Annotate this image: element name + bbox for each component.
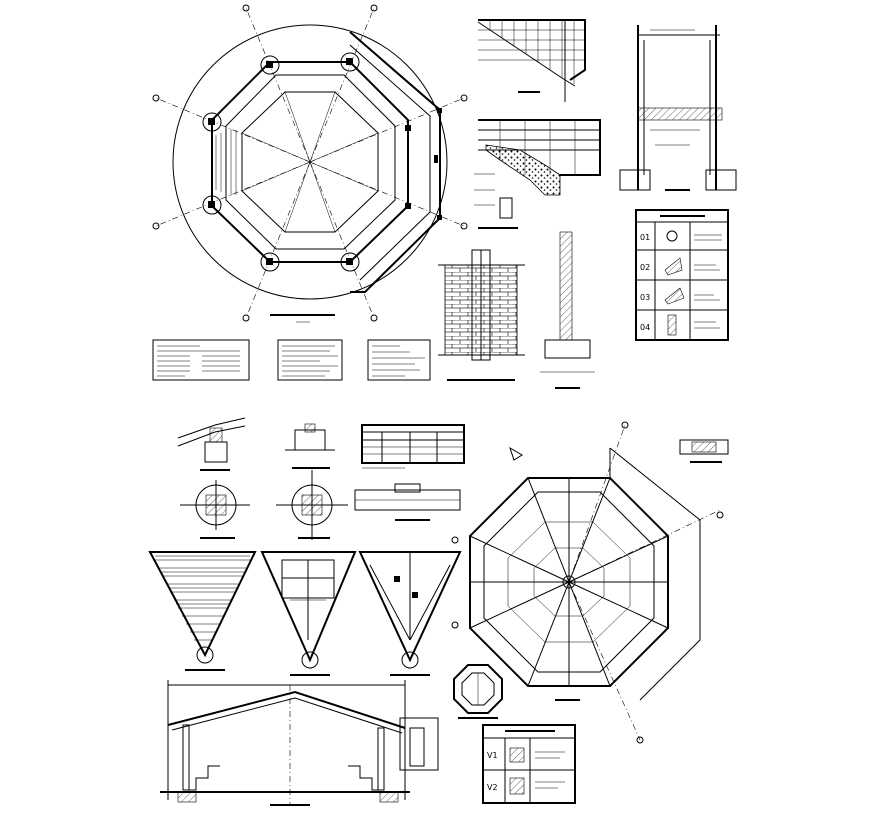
roof-rafters [469,477,669,687]
notes-block [152,339,431,381]
entry-steps [215,129,237,196]
notes-box-1 [152,339,250,381]
legend-row-3-label: 03 [640,293,650,302]
beam-legend-row-1-label: V1 [487,751,498,760]
building-section-elevation [160,680,439,806]
radial-grid-lines [155,7,465,319]
beam-legend-table: V1 V2 [482,724,576,804]
rafter-lines [155,555,250,641]
notes-box-2 [277,339,343,381]
brick-wall-elevation [438,249,525,381]
floor-spokes [241,91,379,233]
north-arrow-icon [509,446,523,461]
footing-detail [474,119,601,229]
gazebo-floor-plan [152,4,468,323]
grid-bubbles [152,4,468,322]
column-posts [202,52,442,272]
legend-row-2-label: 02 [640,263,650,272]
notes-box-3 [367,339,431,381]
beam-legend-row-2-label: V2 [487,783,498,792]
roof-framing-plan [451,421,729,744]
roof-truss-segments [148,551,462,676]
schedule-table [361,424,465,469]
outer-deck-inner-edge [349,44,431,281]
wall-section [619,25,737,191]
details-legend-table: 01 02 03 04 [635,209,729,341]
stair-section [477,19,586,102]
legend-row-1-label: 01 [640,233,650,242]
outer-circle-line [172,24,448,300]
column-detail [540,231,595,389]
legend-row-4-label: 04 [640,323,650,332]
small-roof-key-plan [453,664,503,719]
rafter-connection-details [177,417,461,540]
